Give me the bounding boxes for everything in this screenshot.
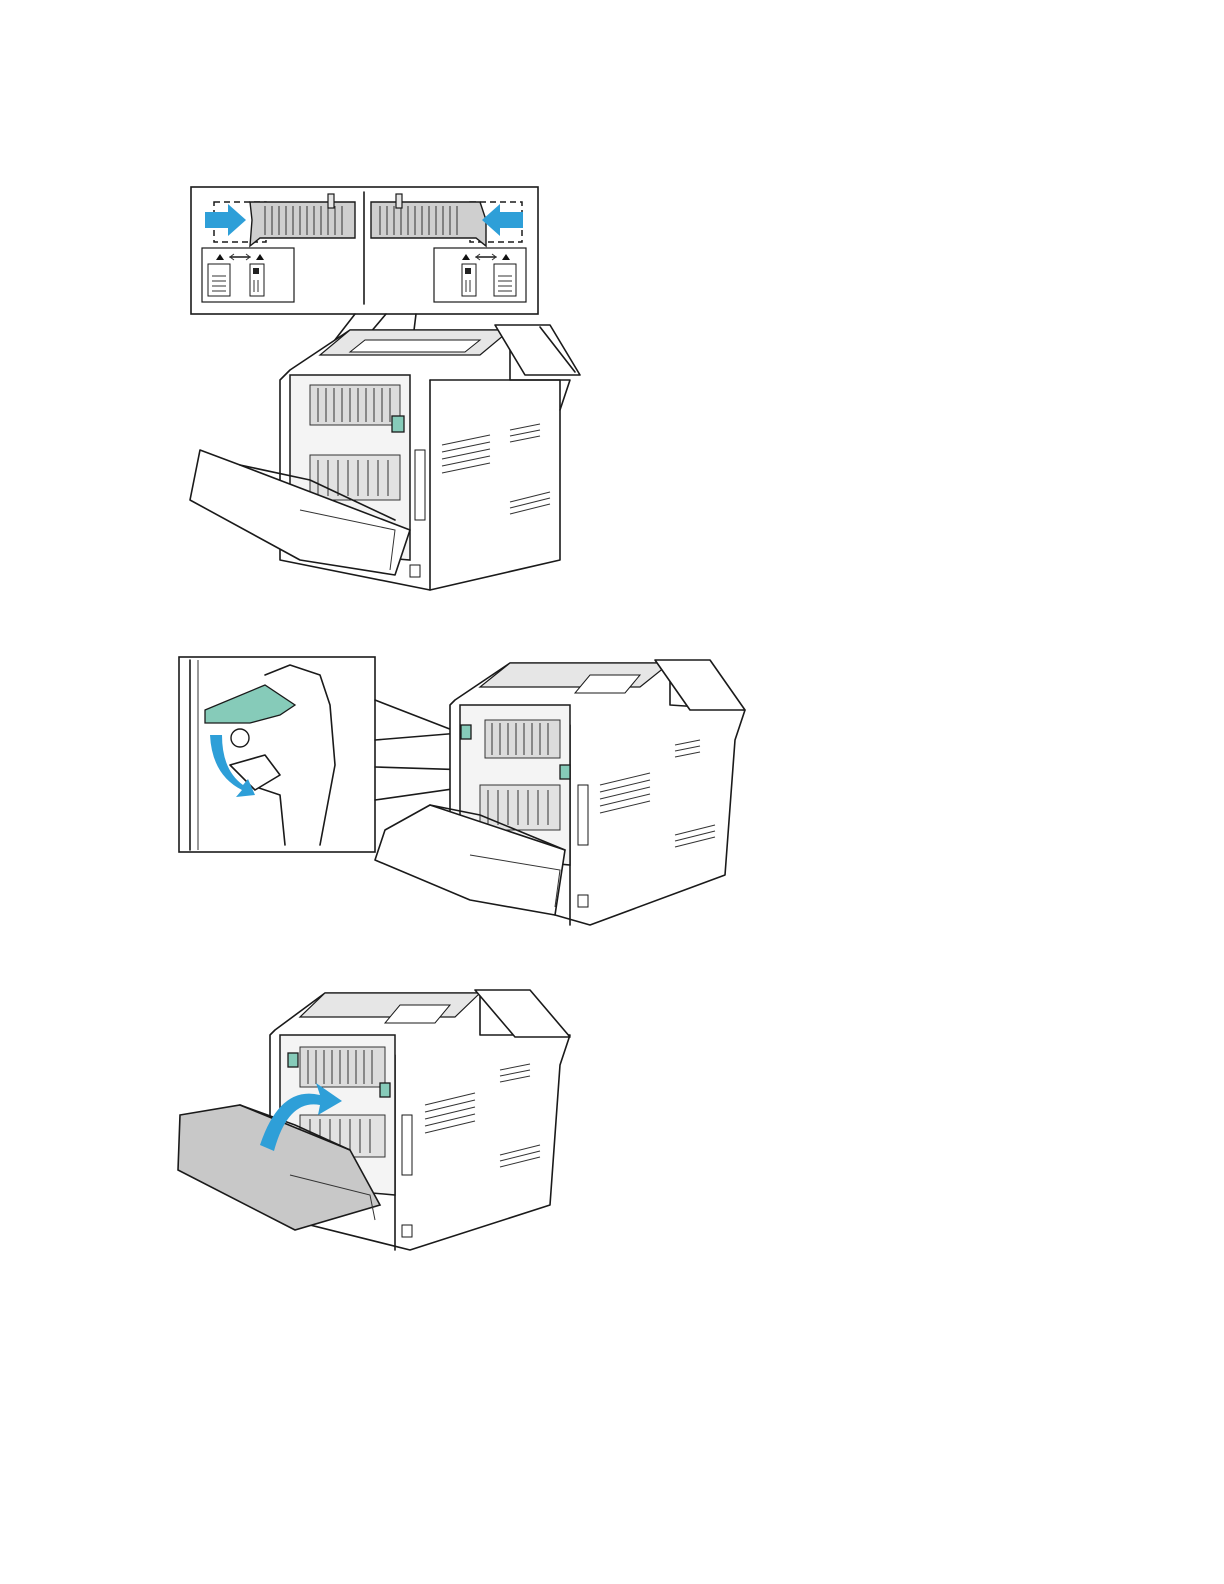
paper-orientation-icon-right bbox=[434, 248, 526, 302]
figure-lower-fuser-lever bbox=[170, 645, 760, 935]
lower-lever-illustration bbox=[170, 645, 760, 935]
figure-close-rear-door bbox=[170, 975, 590, 1260]
close-door-illustration bbox=[170, 975, 590, 1260]
fuser-lever-icon bbox=[392, 416, 404, 432]
printer-icon bbox=[190, 325, 580, 590]
fuser-lever-illustration bbox=[180, 180, 600, 600]
figure-fuser-lever-callout bbox=[180, 180, 600, 600]
paper-orientation-icon-left bbox=[202, 248, 294, 302]
zoom-callout-box bbox=[179, 657, 375, 852]
